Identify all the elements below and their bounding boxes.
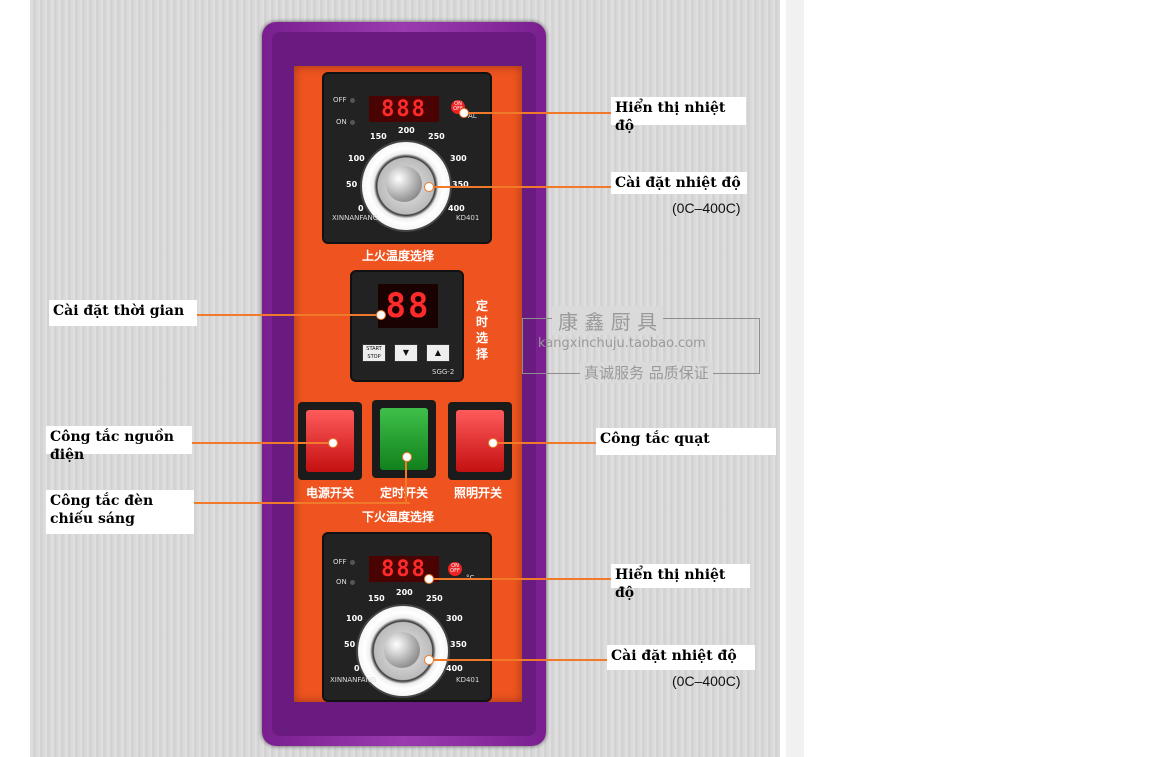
leader-dot: [488, 438, 498, 448]
leader-dot: [459, 108, 469, 118]
top-brand-label: XINNANFANG: [332, 214, 379, 222]
scale-350: 350: [452, 180, 469, 189]
leader-timer: [196, 314, 380, 316]
leader-top-setting: [428, 186, 612, 188]
scale-350: 350: [450, 640, 467, 649]
label-top-temperature-display: Hiển thị nhiệt độ: [611, 97, 746, 134]
scale-300: 300: [446, 614, 463, 623]
scale-300: 300: [450, 154, 467, 163]
leader-dot: [424, 655, 434, 665]
scale-0: 0: [358, 204, 364, 213]
light-switch[interactable]: [448, 402, 512, 480]
scale-400: 400: [448, 204, 465, 213]
leader-dot: [424, 182, 434, 192]
scale-100: 100: [346, 614, 363, 623]
light-switch-caption: 照明开关: [454, 486, 503, 500]
timer-display: 88: [378, 284, 438, 328]
bottom-fire-caption: 下火温度选择: [362, 510, 435, 524]
al-label: AL: [468, 112, 477, 120]
off-led: [350, 560, 355, 565]
scale-50: 50: [346, 180, 358, 189]
leader-light-vertical: [405, 456, 407, 502]
watermark-url: kangxinchuju.taobao.com: [538, 336, 706, 351]
label-bottom-temperature-setting: Cài đặt nhiệt độ: [607, 645, 755, 670]
scale-250: 250: [428, 132, 445, 141]
on-label: ON: [336, 118, 347, 126]
scale-150: 150: [368, 594, 385, 603]
timer-switch[interactable]: [372, 400, 436, 478]
scrollbar-strip: [786, 0, 804, 757]
leader-top-display: [463, 112, 613, 114]
leader-power: [192, 442, 332, 444]
scale-0: 0: [354, 664, 360, 673]
top-temperature-knob[interactable]: [386, 166, 422, 202]
scale-200: 200: [396, 588, 413, 597]
scale-400: 400: [446, 664, 463, 673]
up-button[interactable]: ▲: [426, 344, 450, 362]
label-bottom-range: (0C–400C): [672, 673, 741, 689]
timer-switch-caption: 定时开关: [380, 486, 429, 500]
scale-250: 250: [426, 594, 443, 603]
label-fan-switch: Công tắc quạt: [596, 428, 776, 455]
bottom-temperature-display: 888: [369, 556, 439, 582]
leader-bottom-display: [428, 578, 612, 580]
timer-model: SGG-2: [432, 368, 455, 376]
on-label: ON: [336, 578, 347, 586]
bottom-brand-label: XINNANFANG: [330, 676, 377, 684]
label-timer-setting: Cài đặt thời gian: [49, 300, 197, 326]
leader-dot: [424, 574, 434, 584]
off-label: OFF: [333, 96, 347, 104]
bottom-temperature-knob[interactable]: [384, 632, 420, 668]
power-switch-caption: 电源开关: [306, 486, 355, 500]
scale-150: 150: [370, 132, 387, 141]
scale-200: 200: [398, 126, 415, 135]
down-button[interactable]: ▼: [394, 344, 418, 362]
off-label: OFF: [333, 558, 347, 566]
power-switch[interactable]: [298, 402, 362, 480]
on-led: [350, 120, 355, 125]
leader-dot: [376, 310, 386, 320]
label-top-range: (0C–400C): [672, 200, 741, 216]
bottom-model-label: KD401: [456, 676, 480, 684]
label-top-temperature-setting: Cài đặt nhiệt độ: [611, 172, 747, 194]
top-model-label: KD401: [456, 214, 480, 222]
scale-50: 50: [344, 640, 356, 649]
leader-fan: [492, 442, 598, 444]
label-bottom-temperature-display: Hiển thị nhiệt độ: [611, 564, 750, 601]
on-led: [350, 580, 355, 585]
timer-controller: 88 START STOP ▼ ▲ SGG-2: [350, 270, 464, 382]
bottom-onoff-indicator: ON OFF: [448, 562, 462, 576]
top-temperature-controller: OFF ON 888 ON OFF AL 150 200 250 100 300…: [322, 72, 492, 244]
top-fire-caption: 上火温度选择: [362, 249, 435, 263]
bottom-temperature-controller: OFF ON 888 ON OFF °C 150 200 250 100 300…: [322, 532, 492, 702]
label-light-switch: Công tắc đèn chiếu sáng: [46, 490, 194, 534]
watermark-slogan: 真诚服务 品质保证: [580, 362, 713, 383]
timer-caption: 定时选择: [476, 299, 489, 361]
leader-dot: [402, 452, 412, 462]
watermark-brand: 康 鑫 厨 具: [552, 306, 664, 335]
start-stop-button[interactable]: START STOP: [362, 344, 386, 362]
leader-bottom-setting: [428, 659, 608, 661]
top-temperature-display: 888: [369, 96, 439, 122]
scale-100: 100: [348, 154, 365, 163]
leader-dot: [328, 438, 338, 448]
label-power-switch: Công tắc nguồn điện: [46, 426, 192, 463]
leader-light: [194, 502, 410, 504]
off-led: [350, 98, 355, 103]
